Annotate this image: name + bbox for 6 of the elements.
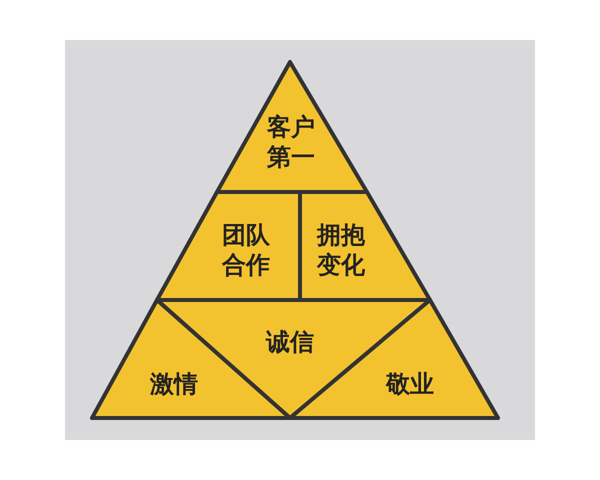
value-label: 诚信 (264, 327, 315, 357)
value-label: 客户第一 (267, 112, 315, 172)
value-label: 激情 (148, 369, 199, 399)
value-label: 团队合作 (222, 220, 270, 280)
value-label: 拥抱变化 (317, 220, 365, 280)
value-label: 敬业 (384, 369, 435, 399)
